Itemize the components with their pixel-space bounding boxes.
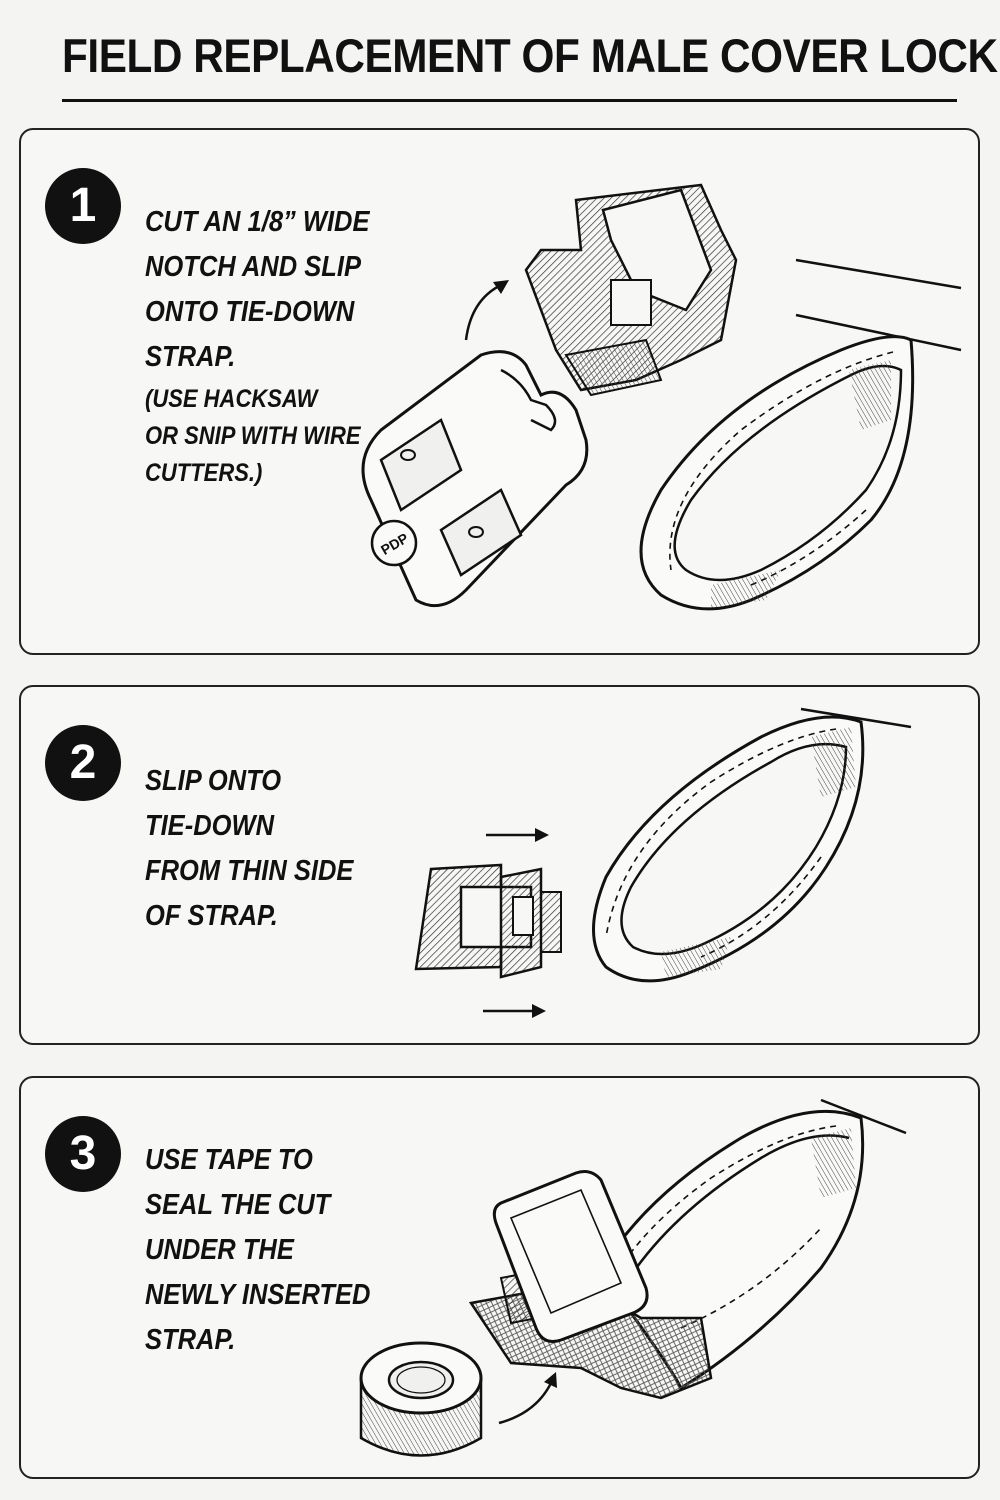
male-cover-lock-icon: PDP bbox=[361, 350, 589, 608]
notched-lock-piece-icon bbox=[524, 183, 738, 397]
step-3-badge: 3 bbox=[45, 1116, 121, 1192]
arrow-icon bbox=[483, 1004, 546, 1018]
step-2-panel: 2 SLIP ONTO TIE-DOWN FROM THIN SIDE OF S… bbox=[19, 685, 980, 1045]
page-title: FIELD REPLACEMENT OF MALE COVER LOCK bbox=[62, 29, 998, 82]
male-cover-lock-icon bbox=[492, 1170, 649, 1343]
step-2-badge: 2 bbox=[45, 725, 121, 801]
step-3-panel: 3 USE TAPE TO SEAL THE CUT UNDER THE NEW… bbox=[19, 1076, 980, 1479]
step-2-illustration bbox=[414, 707, 912, 1018]
step-1-badge: 1 bbox=[45, 168, 121, 244]
arrow-icon bbox=[498, 1372, 557, 1425]
step-1-illustration: PDP bbox=[361, 183, 962, 611]
title-divider bbox=[62, 99, 957, 102]
male-cover-lock-icon bbox=[414, 863, 562, 979]
tie-down-strap-icon bbox=[592, 707, 912, 983]
arrow-icon bbox=[486, 828, 549, 842]
step-2-instruction: SLIP ONTO TIE-DOWN FROM THIN SIDE OF STR… bbox=[145, 765, 354, 932]
arrow-icon bbox=[464, 280, 509, 341]
step-3-illustration bbox=[359, 1098, 907, 1457]
step-1-instruction: CUT AN 1/8” WIDE NOTCH AND SLIP ONTO TIE… bbox=[145, 206, 370, 373]
tie-down-strap-icon bbox=[639, 258, 962, 611]
step-1-note: (USE HACKSAW OR SNIP WITH WIRE CUTTERS.) bbox=[145, 385, 361, 487]
tape-roll-icon bbox=[359, 1341, 483, 1457]
step-1-panel: 1 CUT AN 1/8” WIDE NOTCH AND SLIP ONTO T… bbox=[19, 128, 980, 655]
step-3-instruction: USE TAPE TO SEAL THE CUT UNDER THE NEWLY… bbox=[145, 1144, 371, 1356]
